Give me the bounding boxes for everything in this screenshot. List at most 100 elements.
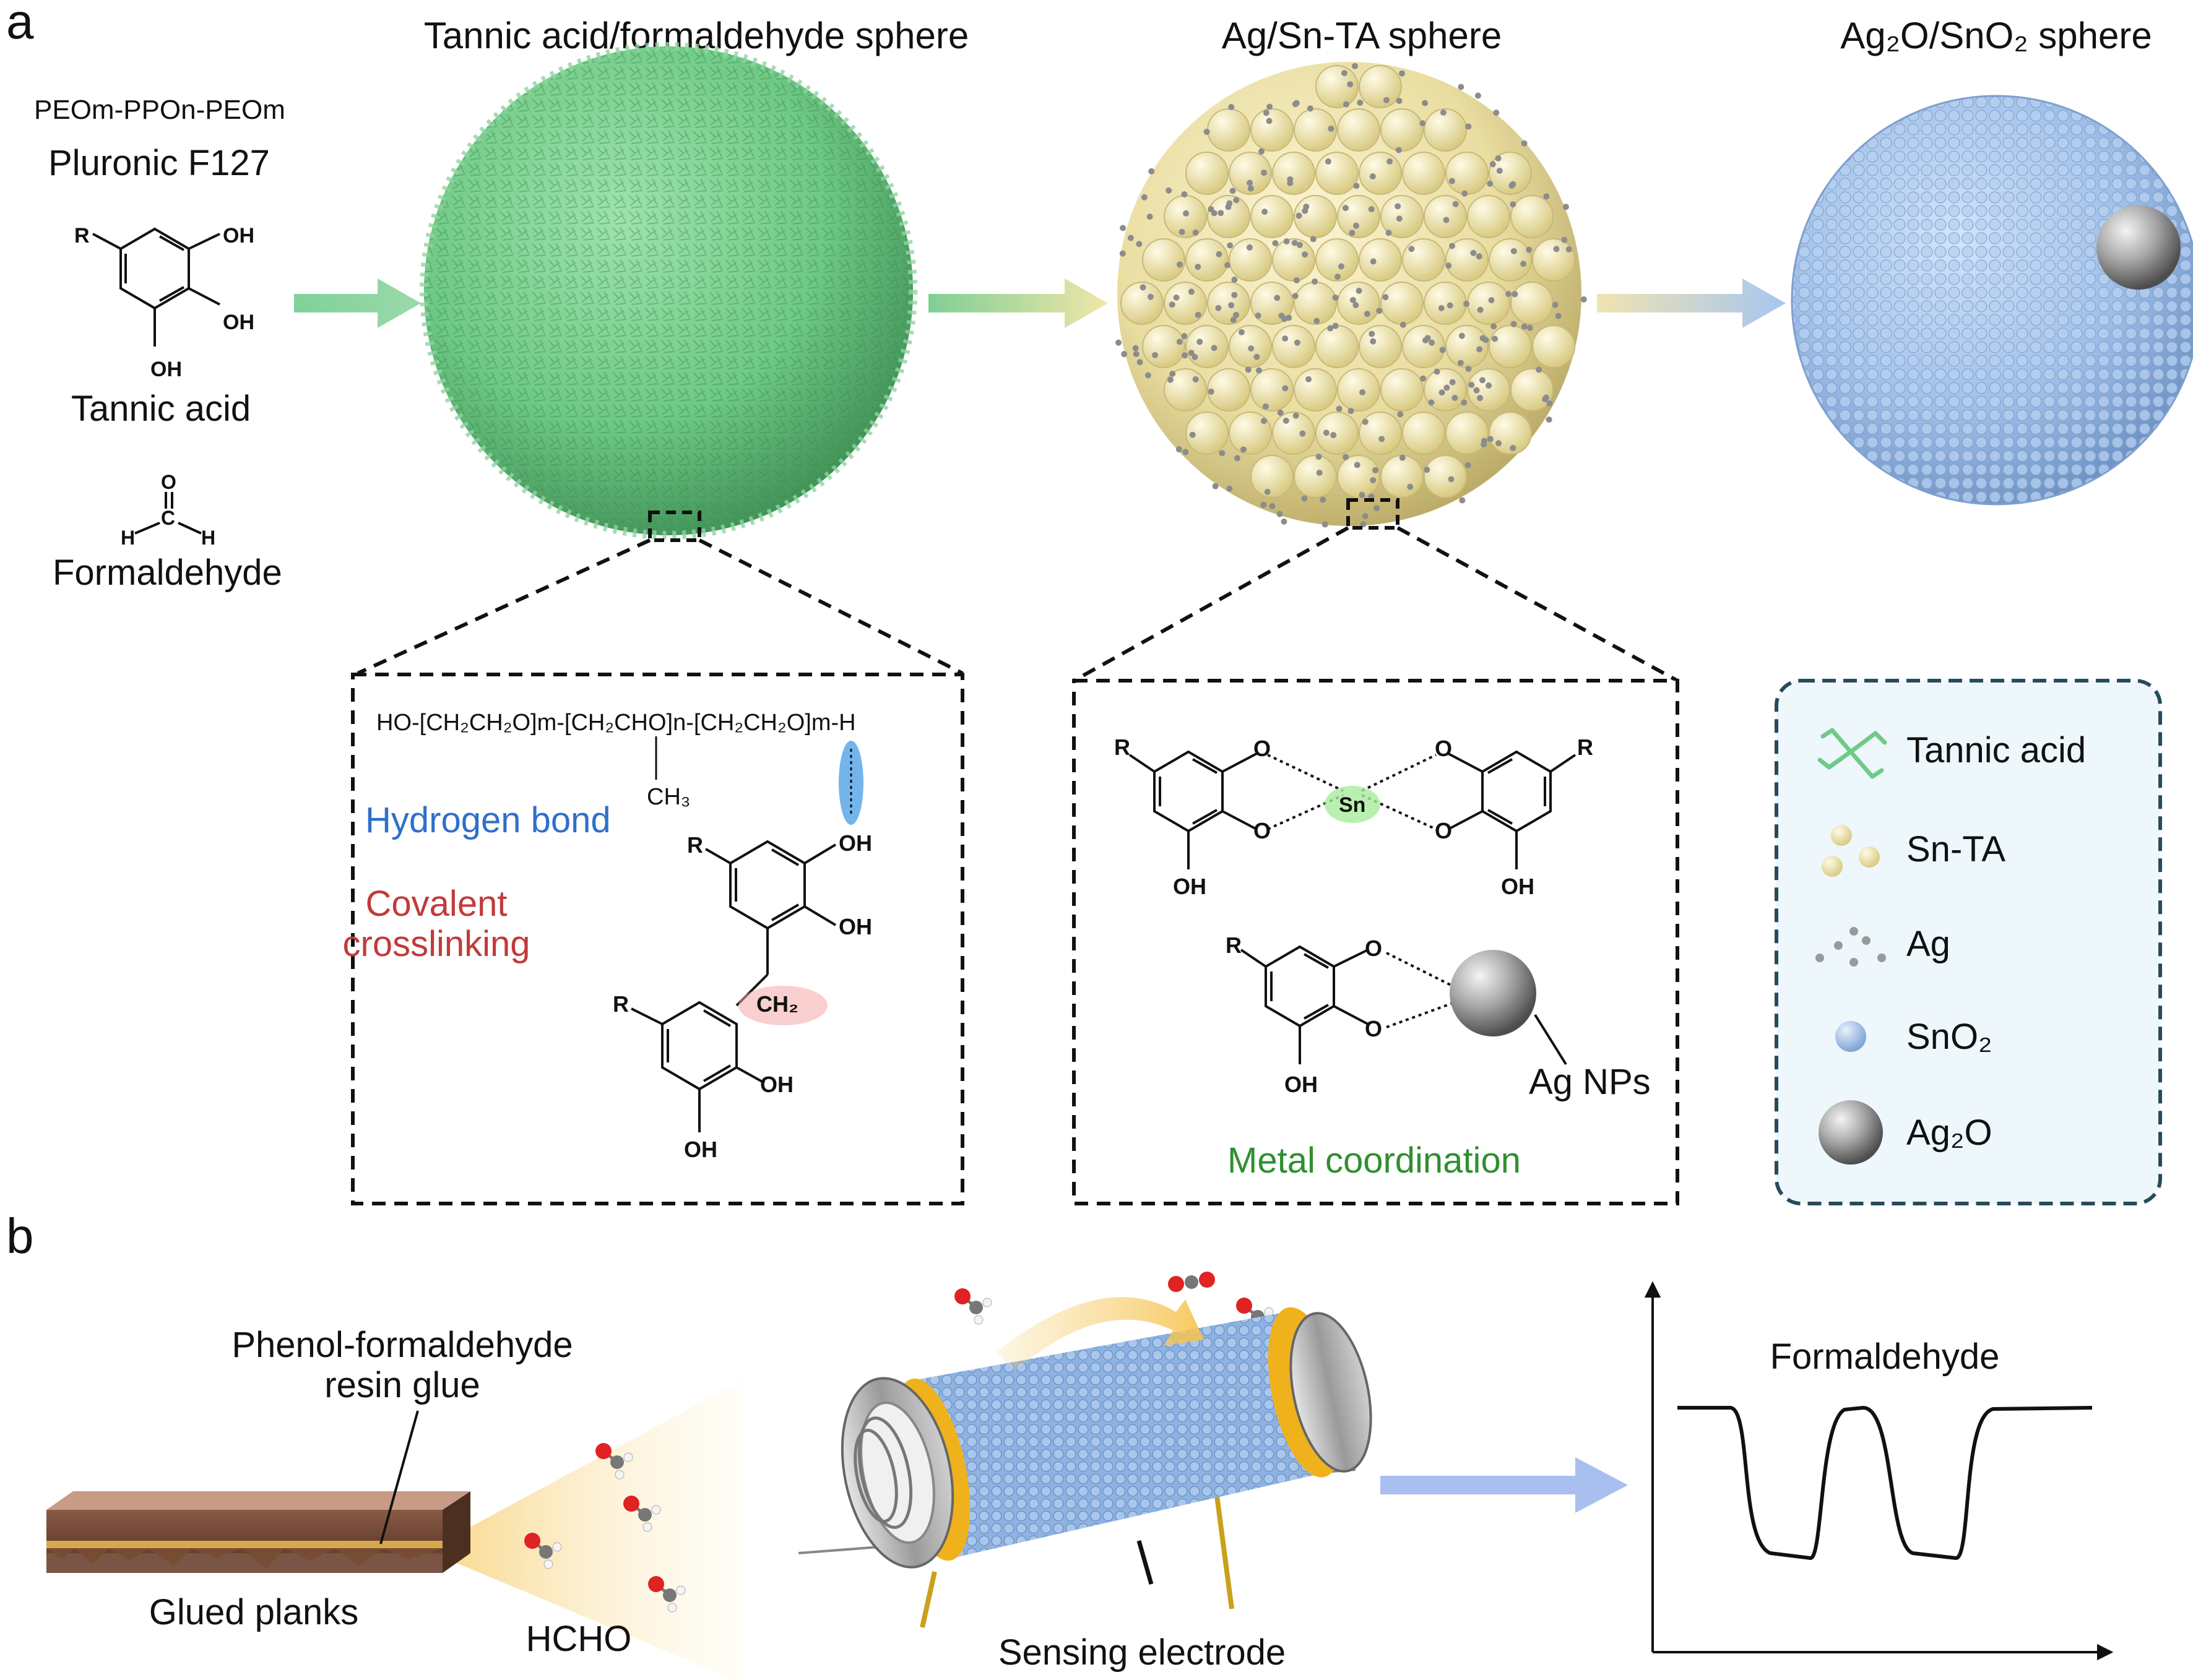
ag-nps-label: Ag NPs (1529, 1062, 1651, 1102)
ag-dot (1397, 411, 1404, 418)
ag-dot (1395, 147, 1402, 153)
ag-dot (1449, 379, 1456, 386)
cov-r1: R (687, 832, 703, 858)
ag-dot (1336, 405, 1343, 412)
ag-dot (1464, 462, 1471, 468)
ag-dot (1188, 288, 1195, 295)
ag-dot (1276, 510, 1283, 517)
sn-o1: O (1253, 736, 1271, 761)
ag-dot (1445, 262, 1452, 269)
ag-dot (1313, 317, 1320, 324)
ag-dot (1248, 345, 1255, 352)
ag-dot (1451, 394, 1458, 401)
sn-ta-cluster (1185, 325, 1229, 368)
ag-dot (1228, 104, 1235, 111)
agsn-sphere-title: Ag/Sn-TA sphere (1222, 15, 1502, 56)
ag-dot (1360, 521, 1367, 528)
ag-dot (1347, 408, 1354, 415)
sn-ta-cluster (1402, 411, 1445, 455)
hcho-molecule (648, 1576, 686, 1613)
sn-ta-cluster (1185, 238, 1229, 282)
sn-ta-cluster (1207, 108, 1250, 152)
hcho-label: HCHO (526, 1619, 632, 1659)
ag-dot (1359, 389, 1366, 396)
ag-dot (1233, 197, 1240, 204)
ag-dot (1479, 377, 1486, 384)
sn-ta-cluster (1359, 65, 1402, 108)
ag-dot (1316, 470, 1323, 476)
ag-dot (1473, 387, 1480, 394)
ag-dot (1383, 97, 1390, 103)
ag-o2: O (1365, 1016, 1382, 1041)
ag-dot (1127, 235, 1134, 241)
ag-dot (1132, 345, 1139, 351)
ag-dot (1364, 311, 1370, 317)
ag-dot (1141, 194, 1148, 200)
ag-dot (1490, 323, 1497, 330)
ag-dot (1253, 353, 1260, 360)
ag-dot (1175, 446, 1182, 453)
ag-dot (1120, 225, 1127, 231)
sn-ta-cluster (1272, 325, 1315, 368)
arrow-to-response (1380, 1457, 1628, 1513)
tannic-acid-structure (92, 227, 220, 347)
ag-dot (1292, 101, 1299, 108)
sn-ta-cluster (1229, 152, 1272, 195)
ag-dot (1292, 293, 1299, 299)
ag-dot (1353, 183, 1360, 189)
sn-ta-cluster (1445, 325, 1489, 368)
ag-dot (1169, 371, 1176, 377)
legend-ag-icon (1815, 927, 1886, 967)
ag-dot (1181, 191, 1188, 198)
ag-dot (1565, 246, 1572, 253)
panel-a-label: a (6, 0, 34, 49)
ag-dot (1376, 308, 1383, 314)
gas-release-cone (433, 1380, 743, 1680)
ag-dot (1215, 304, 1222, 311)
sn-ta-cluster (1250, 108, 1294, 152)
ag-dot (1428, 399, 1435, 406)
ag-dot (1543, 193, 1550, 200)
ag-dot (1169, 301, 1175, 308)
ag-dot (1266, 103, 1273, 110)
ag-dot (1354, 462, 1360, 468)
ag-dot (1555, 312, 1562, 319)
ag-sn-ta-sphere (1115, 62, 1587, 528)
ag-dot (1465, 123, 1472, 130)
ag-dot (1510, 321, 1517, 327)
ag-dot (1281, 518, 1287, 525)
ag-dot (1230, 317, 1237, 324)
ag-dot (1281, 316, 1288, 322)
sn-ta-cluster (1315, 65, 1359, 108)
ag-dot (1395, 203, 1401, 210)
covalent-label-line2: crosslinking (343, 924, 530, 964)
sn-ta-cluster (1489, 152, 1532, 195)
ag-dot (1461, 190, 1468, 197)
ag-dot (1146, 213, 1153, 220)
ag-dot (1238, 329, 1245, 335)
ag-dot (1305, 376, 1312, 382)
ag-dot (1443, 217, 1450, 223)
sn-ta-cluster (1467, 195, 1510, 238)
arrow-1 (294, 278, 421, 328)
tannic-acid-sphere (420, 42, 917, 540)
ag-dot (1312, 278, 1318, 285)
ag-dot (1294, 339, 1300, 346)
ag-dot (1362, 418, 1369, 425)
ag-dot (1434, 368, 1440, 375)
ag-dot (1429, 339, 1435, 346)
ag-dot (1342, 205, 1349, 212)
ch2-label: CH₂ (756, 991, 798, 1017)
formaldehyde-o: O (161, 471, 176, 493)
ag-r: R (1226, 933, 1242, 958)
sn-o2: O (1253, 818, 1271, 843)
sn-ta-cluster (1142, 325, 1185, 368)
copolymer-label: PEOm-PPOn-PEOm (34, 95, 285, 125)
ag-dot (1447, 302, 1453, 309)
ag-dot (1580, 296, 1587, 303)
ag-dot (1293, 277, 1300, 283)
ag2o-sno2-sphere (1791, 95, 2193, 506)
sensing-electrode-label: Sensing electrode (998, 1632, 1286, 1673)
hcho-molecule (954, 1288, 992, 1325)
ag-dot (1343, 101, 1349, 108)
